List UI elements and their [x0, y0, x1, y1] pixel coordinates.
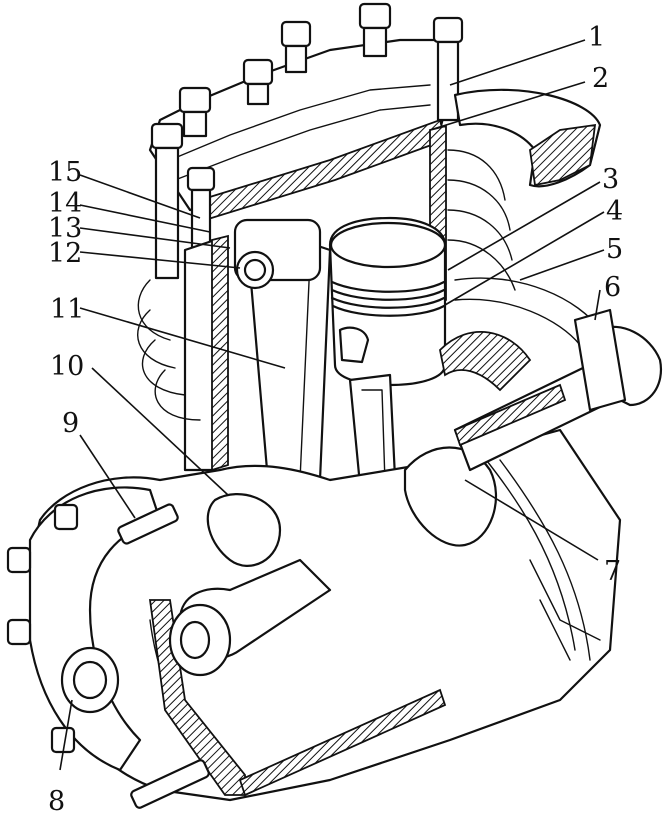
leader-9 [79, 434, 136, 519]
crankshaft [168, 446, 498, 677]
leader-11 [79, 307, 286, 369]
head-bolts [150, 2, 464, 282]
callout-6: 6 [604, 272, 621, 303]
callout-10: 10 [50, 351, 84, 382]
leader-15 [79, 174, 201, 219]
leader-10 [91, 367, 229, 496]
piston [328, 216, 447, 387]
leader-8 [59, 699, 73, 771]
cover-bolt [117, 503, 179, 545]
callout-5: 5 [606, 234, 623, 265]
callout-3: 3 [602, 164, 619, 195]
callout-7: 7 [604, 556, 621, 587]
front-cover [6, 486, 210, 809]
callout-8: 8 [48, 786, 65, 817]
cover-bolt [6, 546, 32, 574]
bolt [280, 20, 312, 74]
callout-13: 13 [48, 213, 82, 244]
callout-1: 1 [588, 22, 605, 53]
leader-14 [79, 204, 211, 233]
leader-6 [594, 289, 601, 321]
leader-2 [429, 81, 586, 131]
leader-lines [59, 39, 605, 771]
leader-7 [464, 479, 599, 561]
callout-15: 15 [48, 157, 82, 188]
callout-4: 4 [606, 196, 623, 227]
callout-14: 14 [48, 188, 82, 219]
leader-12 [79, 251, 241, 269]
callout-9: 9 [62, 408, 79, 439]
bolt [178, 86, 212, 138]
drive-shaft [439, 308, 663, 472]
bolt [242, 58, 274, 106]
callout-12: 12 [48, 238, 82, 269]
cover-bolt [130, 759, 210, 809]
bolt [358, 2, 392, 58]
leader-13 [79, 227, 231, 249]
leader-5 [519, 249, 605, 281]
leader-4 [444, 211, 605, 306]
callout-11: 11 [50, 294, 84, 325]
leader-3 [447, 181, 601, 271]
cylinder-block [137, 88, 602, 472]
cover-bolt [6, 618, 32, 646]
leader-1 [449, 39, 586, 86]
cover-bolt [53, 503, 79, 531]
callout-labels: 1 2 3 4 5 6 7 8 9 10 11 12 13 14 15 [48, 22, 623, 817]
bolt [150, 122, 184, 280]
bolt [432, 16, 464, 122]
callout-2: 2 [592, 63, 609, 94]
